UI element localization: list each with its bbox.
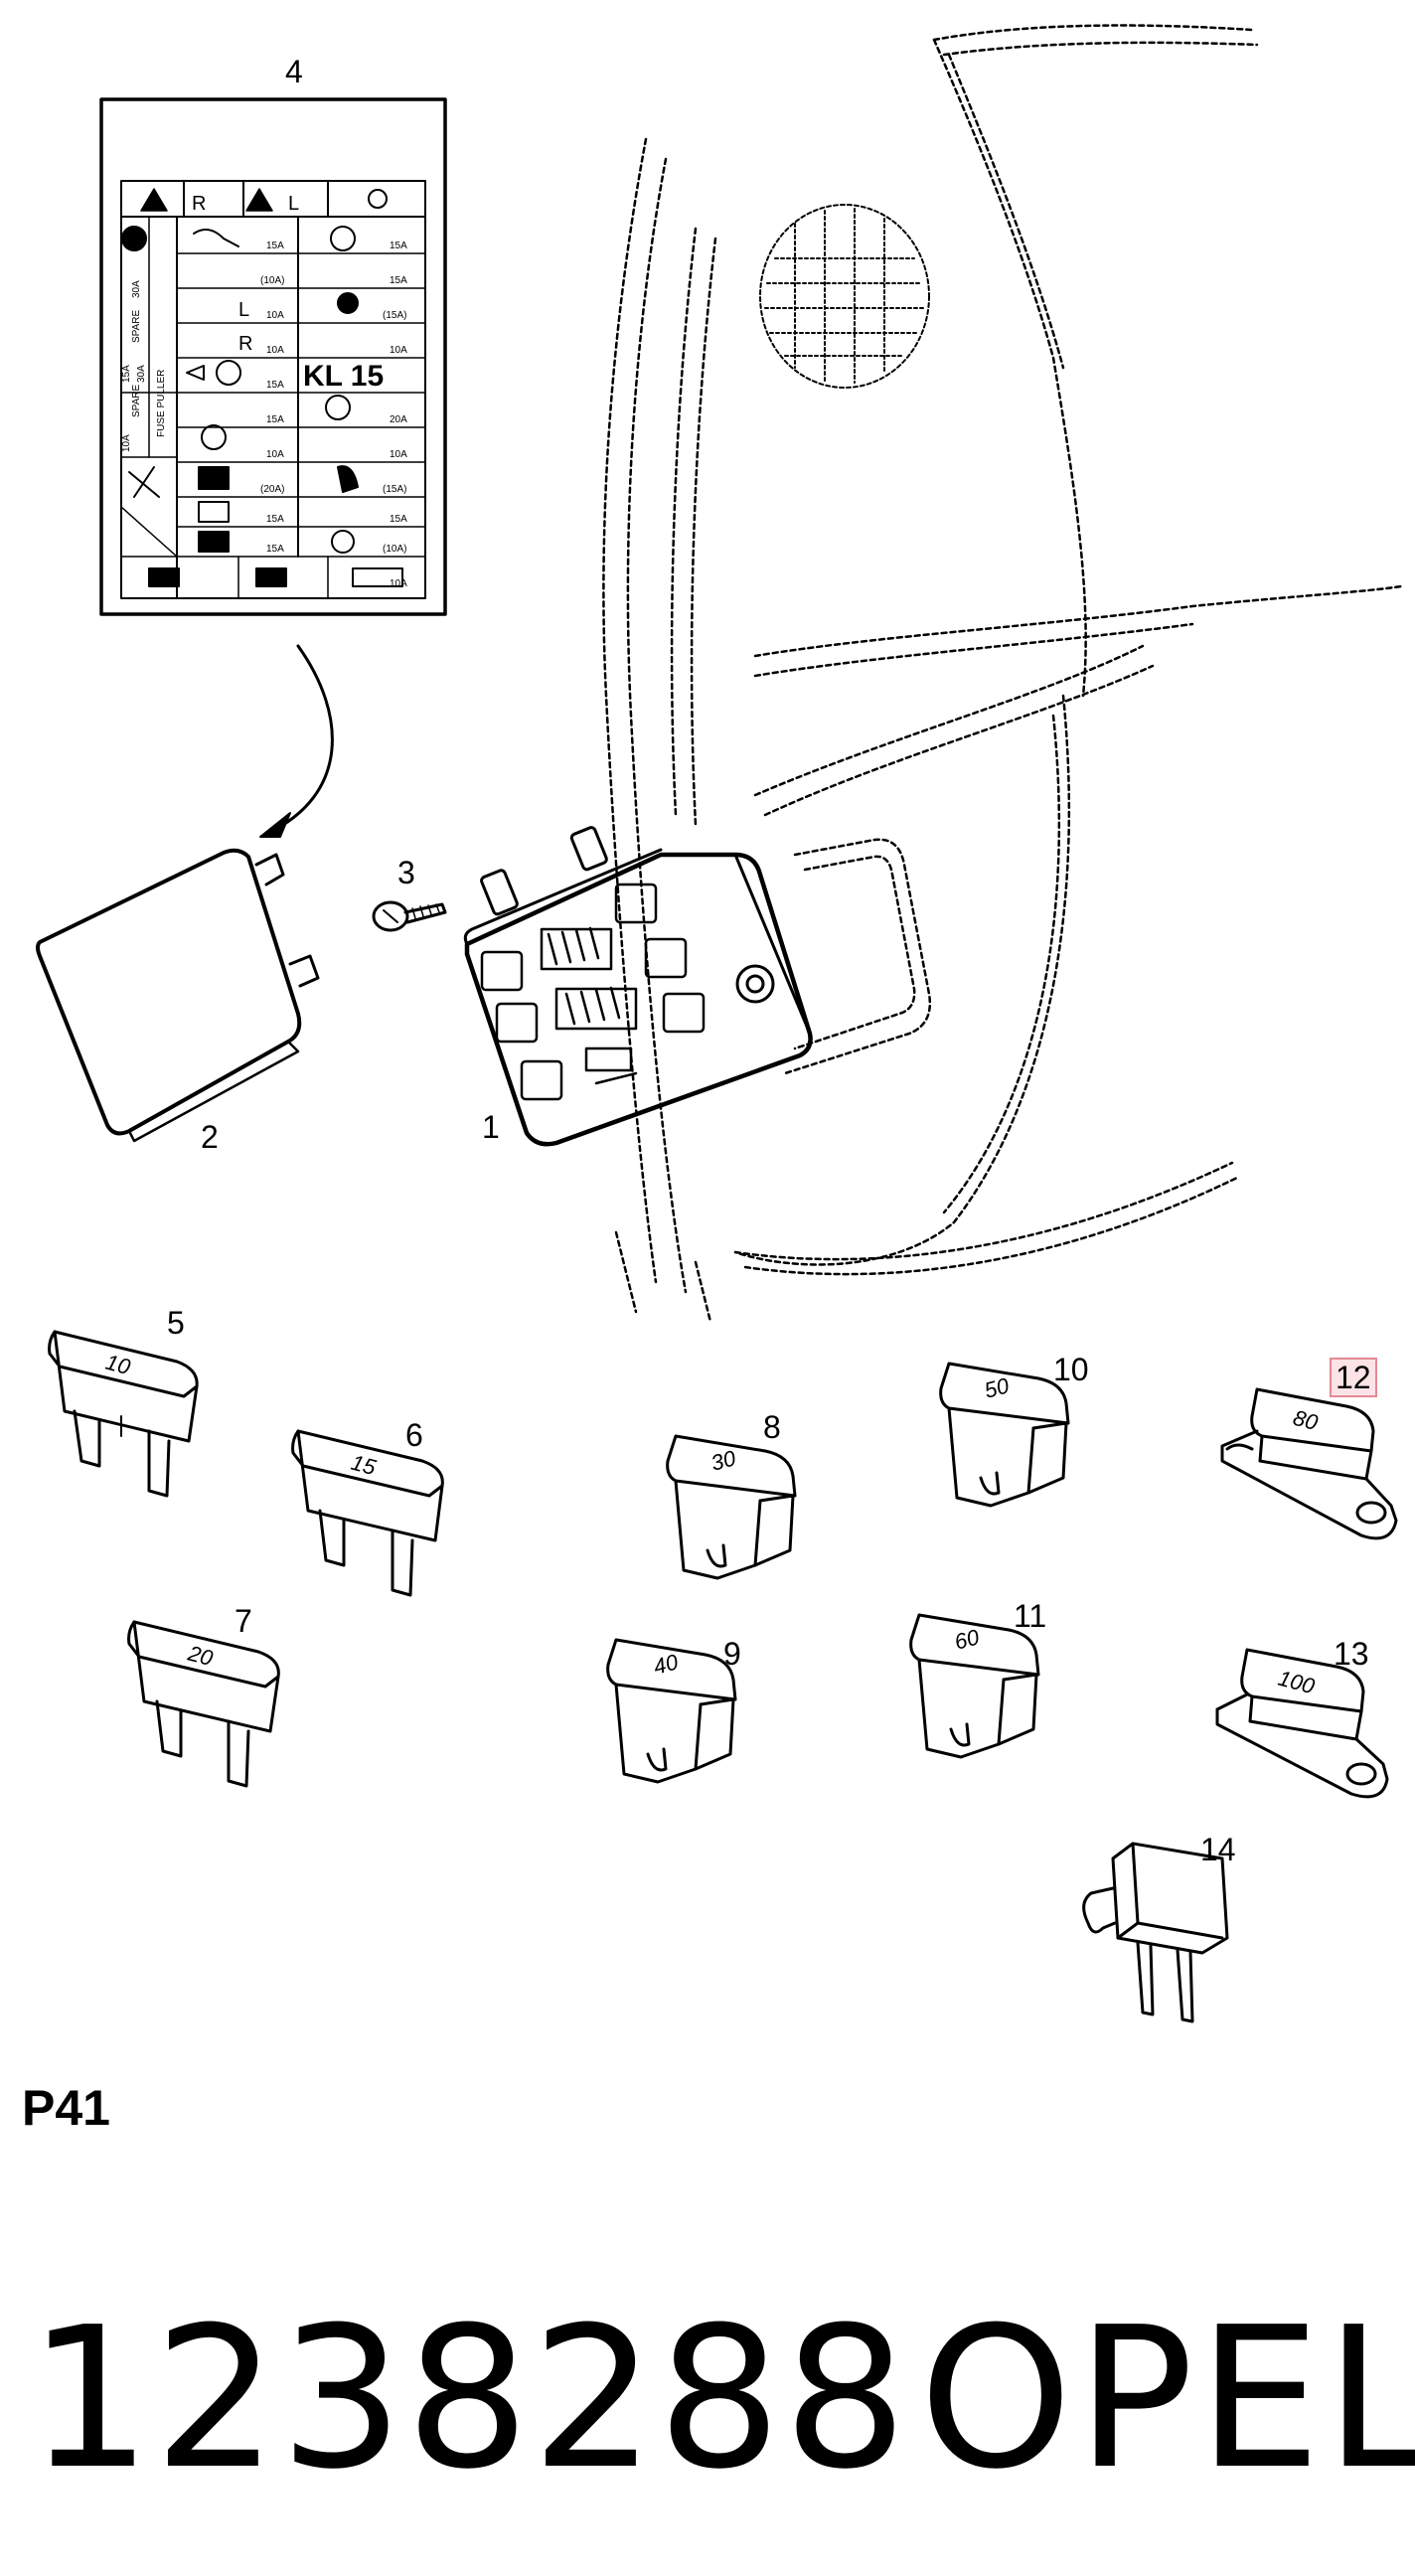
card-side-text: 30A xyxy=(136,365,147,383)
fuse-label-card xyxy=(99,97,447,616)
card-side-text: FUSE PULLER xyxy=(156,370,167,437)
card-rating: (10A) xyxy=(383,544,406,555)
card-header-r: R xyxy=(192,193,206,215)
fuse-rating-12: 80 xyxy=(1291,1405,1322,1436)
callout-2: 2 xyxy=(201,1119,219,1155)
callout-9: 9 xyxy=(723,1636,741,1672)
card-side-text: SPARE xyxy=(131,385,142,417)
parts-diagram: R L KL 15 L R 15A 15A (10A) 15A 10A (15A… xyxy=(36,24,1403,2023)
callout-1: 1 xyxy=(482,1109,500,1145)
callout-3: 3 xyxy=(397,855,415,890)
card-rating: 15A xyxy=(266,380,284,391)
callout-4: 4 xyxy=(285,54,303,89)
card-side-text: 15A xyxy=(121,365,132,383)
callout-8: 8 xyxy=(763,1409,781,1445)
card-rating: 15A xyxy=(390,275,407,286)
card-rating: 10A xyxy=(390,345,407,356)
card-rating: (20A) xyxy=(260,484,284,495)
card-rating: 20A xyxy=(390,414,407,425)
fuse-rating-7: 20 xyxy=(185,1640,217,1671)
card-kl15: KL 15 xyxy=(303,360,384,393)
maxi-fuse-11 xyxy=(909,1613,1040,1759)
fuse-rating-13: 100 xyxy=(1276,1666,1319,1699)
callout-11: 11 xyxy=(1014,1598,1047,1634)
fuse-rating-9: 40 xyxy=(651,1649,682,1680)
card-rating: (15A) xyxy=(383,484,406,495)
card-rating: 15A xyxy=(266,241,284,251)
fuse-rating-8: 30 xyxy=(708,1445,739,1476)
screw xyxy=(372,900,447,932)
card-rating: 10A xyxy=(390,449,407,460)
part-number: 1238288 xyxy=(28,2286,909,2512)
maxi-fuse-10 xyxy=(939,1362,1070,1508)
fuse-box-cover xyxy=(36,848,320,1143)
card-rating: (15A) xyxy=(383,310,406,321)
card-side-text: SPARE xyxy=(131,310,142,343)
callout-12[interactable]: 12 xyxy=(1330,1358,1377,1397)
blade-fuse-5 xyxy=(48,1330,199,1498)
card-side-text: 30A xyxy=(131,280,142,298)
bolt-fuse-12 xyxy=(1220,1387,1398,1540)
card-dip-r: R xyxy=(238,333,252,355)
card-side-text: 10A xyxy=(121,434,132,452)
card-rating: 15A xyxy=(266,544,284,555)
fuse-rating-6: 15 xyxy=(349,1450,380,1481)
callout-10: 10 xyxy=(1053,1352,1089,1387)
card-rating: 15A xyxy=(390,514,407,525)
speaker-grille xyxy=(759,204,930,389)
blade-fuse-6 xyxy=(291,1429,444,1597)
card-rating: 15A xyxy=(266,414,284,425)
maxi-fuse-8 xyxy=(666,1434,797,1580)
fuse-rating-11: 60 xyxy=(952,1624,983,1655)
blade-fuse-7 xyxy=(127,1620,280,1788)
card-rating: 10A xyxy=(390,578,407,589)
callout-6: 6 xyxy=(405,1417,423,1453)
card-rating: 10A xyxy=(266,310,284,321)
card-rating: 15A xyxy=(266,514,284,525)
card-header-l: L xyxy=(288,193,299,215)
card-rating: 15A xyxy=(390,241,407,251)
maxi-fuse-9 xyxy=(606,1638,737,1784)
card-dip-l: L xyxy=(238,299,249,321)
card-rating: 10A xyxy=(266,345,284,356)
vehicle-body-outline xyxy=(602,24,1403,1324)
brand-name: OPEL xyxy=(919,2286,1415,2512)
callout-7: 7 xyxy=(235,1603,252,1639)
relay-14 xyxy=(1082,1842,1229,2023)
fuse-rating-10: 50 xyxy=(982,1372,1013,1403)
card-rating: 10A xyxy=(266,449,284,460)
fuse-rating-5: 10 xyxy=(103,1350,134,1380)
bolt-fuse-13 xyxy=(1215,1648,1389,1799)
arrow-card-to-cover xyxy=(266,644,334,835)
card-rating: (10A) xyxy=(260,275,284,286)
fuse-box xyxy=(463,826,813,1147)
callout-5: 5 xyxy=(167,1305,185,1341)
callout-13: 13 xyxy=(1334,1636,1369,1672)
callout-14: 14 xyxy=(1200,1832,1236,1867)
page-code: P41 xyxy=(22,2080,110,2136)
